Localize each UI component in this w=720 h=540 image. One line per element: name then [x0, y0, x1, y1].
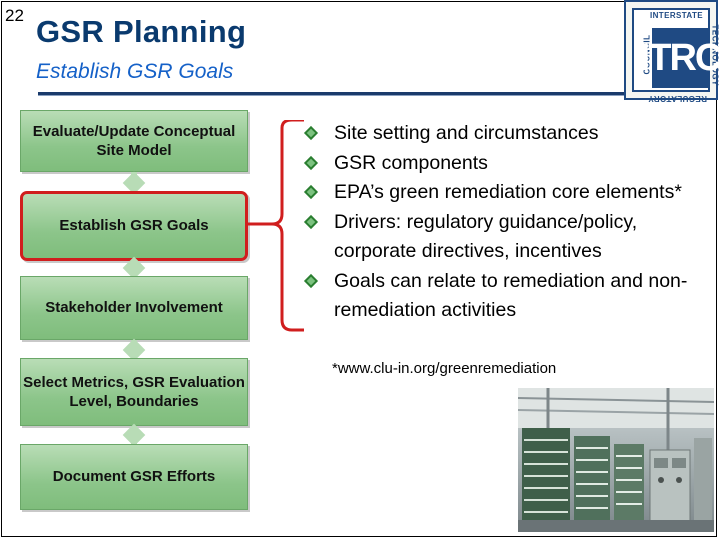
- bullet-text: EPA’s green remediation core elements*: [334, 181, 682, 203]
- itrc-logo: INTERSTATE COUNCIL TECHNOLOGY ITRC REGUL…: [624, 0, 720, 103]
- diamond-bullet-icon: [303, 155, 319, 170]
- flow-step-select-metrics: Select Metrics, GSR Evaluation Level, Bo…: [20, 358, 248, 426]
- footnote-url: *www.clu-in.org/greenremediation: [332, 360, 557, 377]
- equipment-photo-drawing: [518, 388, 714, 532]
- bullet-text: Goals can relate to remediation and non-…: [334, 269, 688, 322]
- slide-subtitle: Establish GSR Goals: [36, 60, 234, 83]
- flow-step-document: Document GSR Efforts: [20, 444, 248, 510]
- diamond-bullet-icon: [303, 214, 319, 229]
- bullet-item: GSR components: [303, 149, 704, 179]
- flow-step-establish-goals: Establish GSR Goals: [20, 191, 248, 261]
- diamond-bullet-icon: [303, 184, 319, 200]
- diamond-bullet-icon: [303, 125, 319, 141]
- highlight-bracket: [248, 120, 304, 332]
- bullet-text: GSR components: [334, 151, 488, 174]
- bullet-item: Site setting and circumstances: [303, 119, 704, 149]
- bullet-item: Drivers: regulatory guidance/policy, cor…: [303, 208, 704, 267]
- bullet-item: Goals can relate to remediation and non-…: [303, 267, 704, 326]
- bullet-item: EPA’s green remediation core elements*: [303, 178, 704, 208]
- equipment-photo: [518, 388, 714, 532]
- logo-bottom-text: REGULATORY: [648, 94, 707, 103]
- title-divider: [38, 92, 716, 95]
- flow-step-stakeholder: Stakeholder Involvement: [20, 276, 248, 340]
- flow-step-evaluate: Evaluate/Update Conceptual Site Model: [20, 110, 248, 172]
- slide-number: 22: [5, 6, 24, 25]
- diamond-bullet-icon: [303, 273, 319, 288]
- slide-title: GSR Planning: [36, 14, 247, 49]
- title-divider-shadow: [38, 95, 716, 96]
- bullet-text: Site setting and circumstances: [334, 122, 599, 144]
- logo-top-text: INTERSTATE: [650, 11, 704, 20]
- goal-bullet-list: Site setting and circumstances GSR compo…: [303, 119, 704, 326]
- bullet-text: Drivers: regulatory guidance/policy, cor…: [334, 210, 638, 263]
- logo-mark: ITRC: [640, 28, 720, 88]
- logo-frame: INTERSTATE COUNCIL TECHNOLOGY ITRC REGUL…: [632, 8, 720, 103]
